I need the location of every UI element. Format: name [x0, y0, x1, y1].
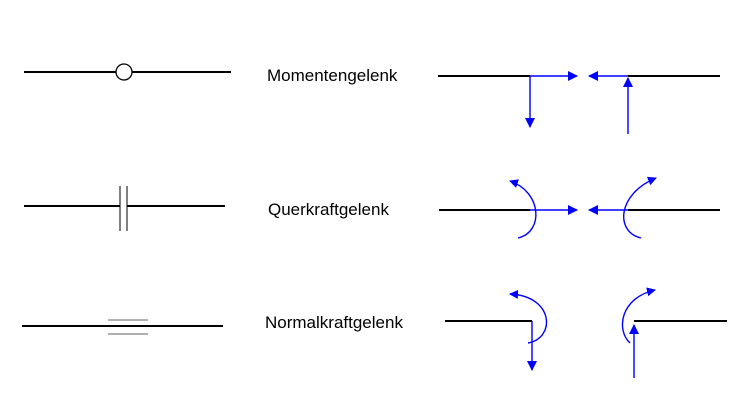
shear-hinge-forces	[439, 176, 720, 239]
curved-arrow-icon	[621, 287, 656, 344]
row-label: Normalkraftgelenk	[265, 313, 403, 332]
curved-arrow-icon	[509, 179, 537, 239]
row-normal-hinge: Normalkraftgelenk	[22, 287, 727, 378]
normal-hinge-forces	[445, 287, 727, 378]
row-shear-hinge: Querkraftgelenk	[24, 176, 720, 239]
shear-hinge-symbol	[24, 186, 225, 231]
row-label: Querkraftgelenk	[268, 200, 389, 219]
row-moment-hinge: Momentengelenk	[24, 63, 720, 134]
moment-hinge-symbol	[24, 63, 231, 81]
circle-hinge-icon	[115, 63, 133, 81]
row-label: Momentengelenk	[267, 66, 398, 85]
moment-hinge-forces	[438, 71, 720, 134]
curved-arrow-icon	[509, 289, 548, 344]
normal-hinge-symbol	[22, 319, 223, 335]
curved-arrow-icon	[623, 176, 657, 239]
